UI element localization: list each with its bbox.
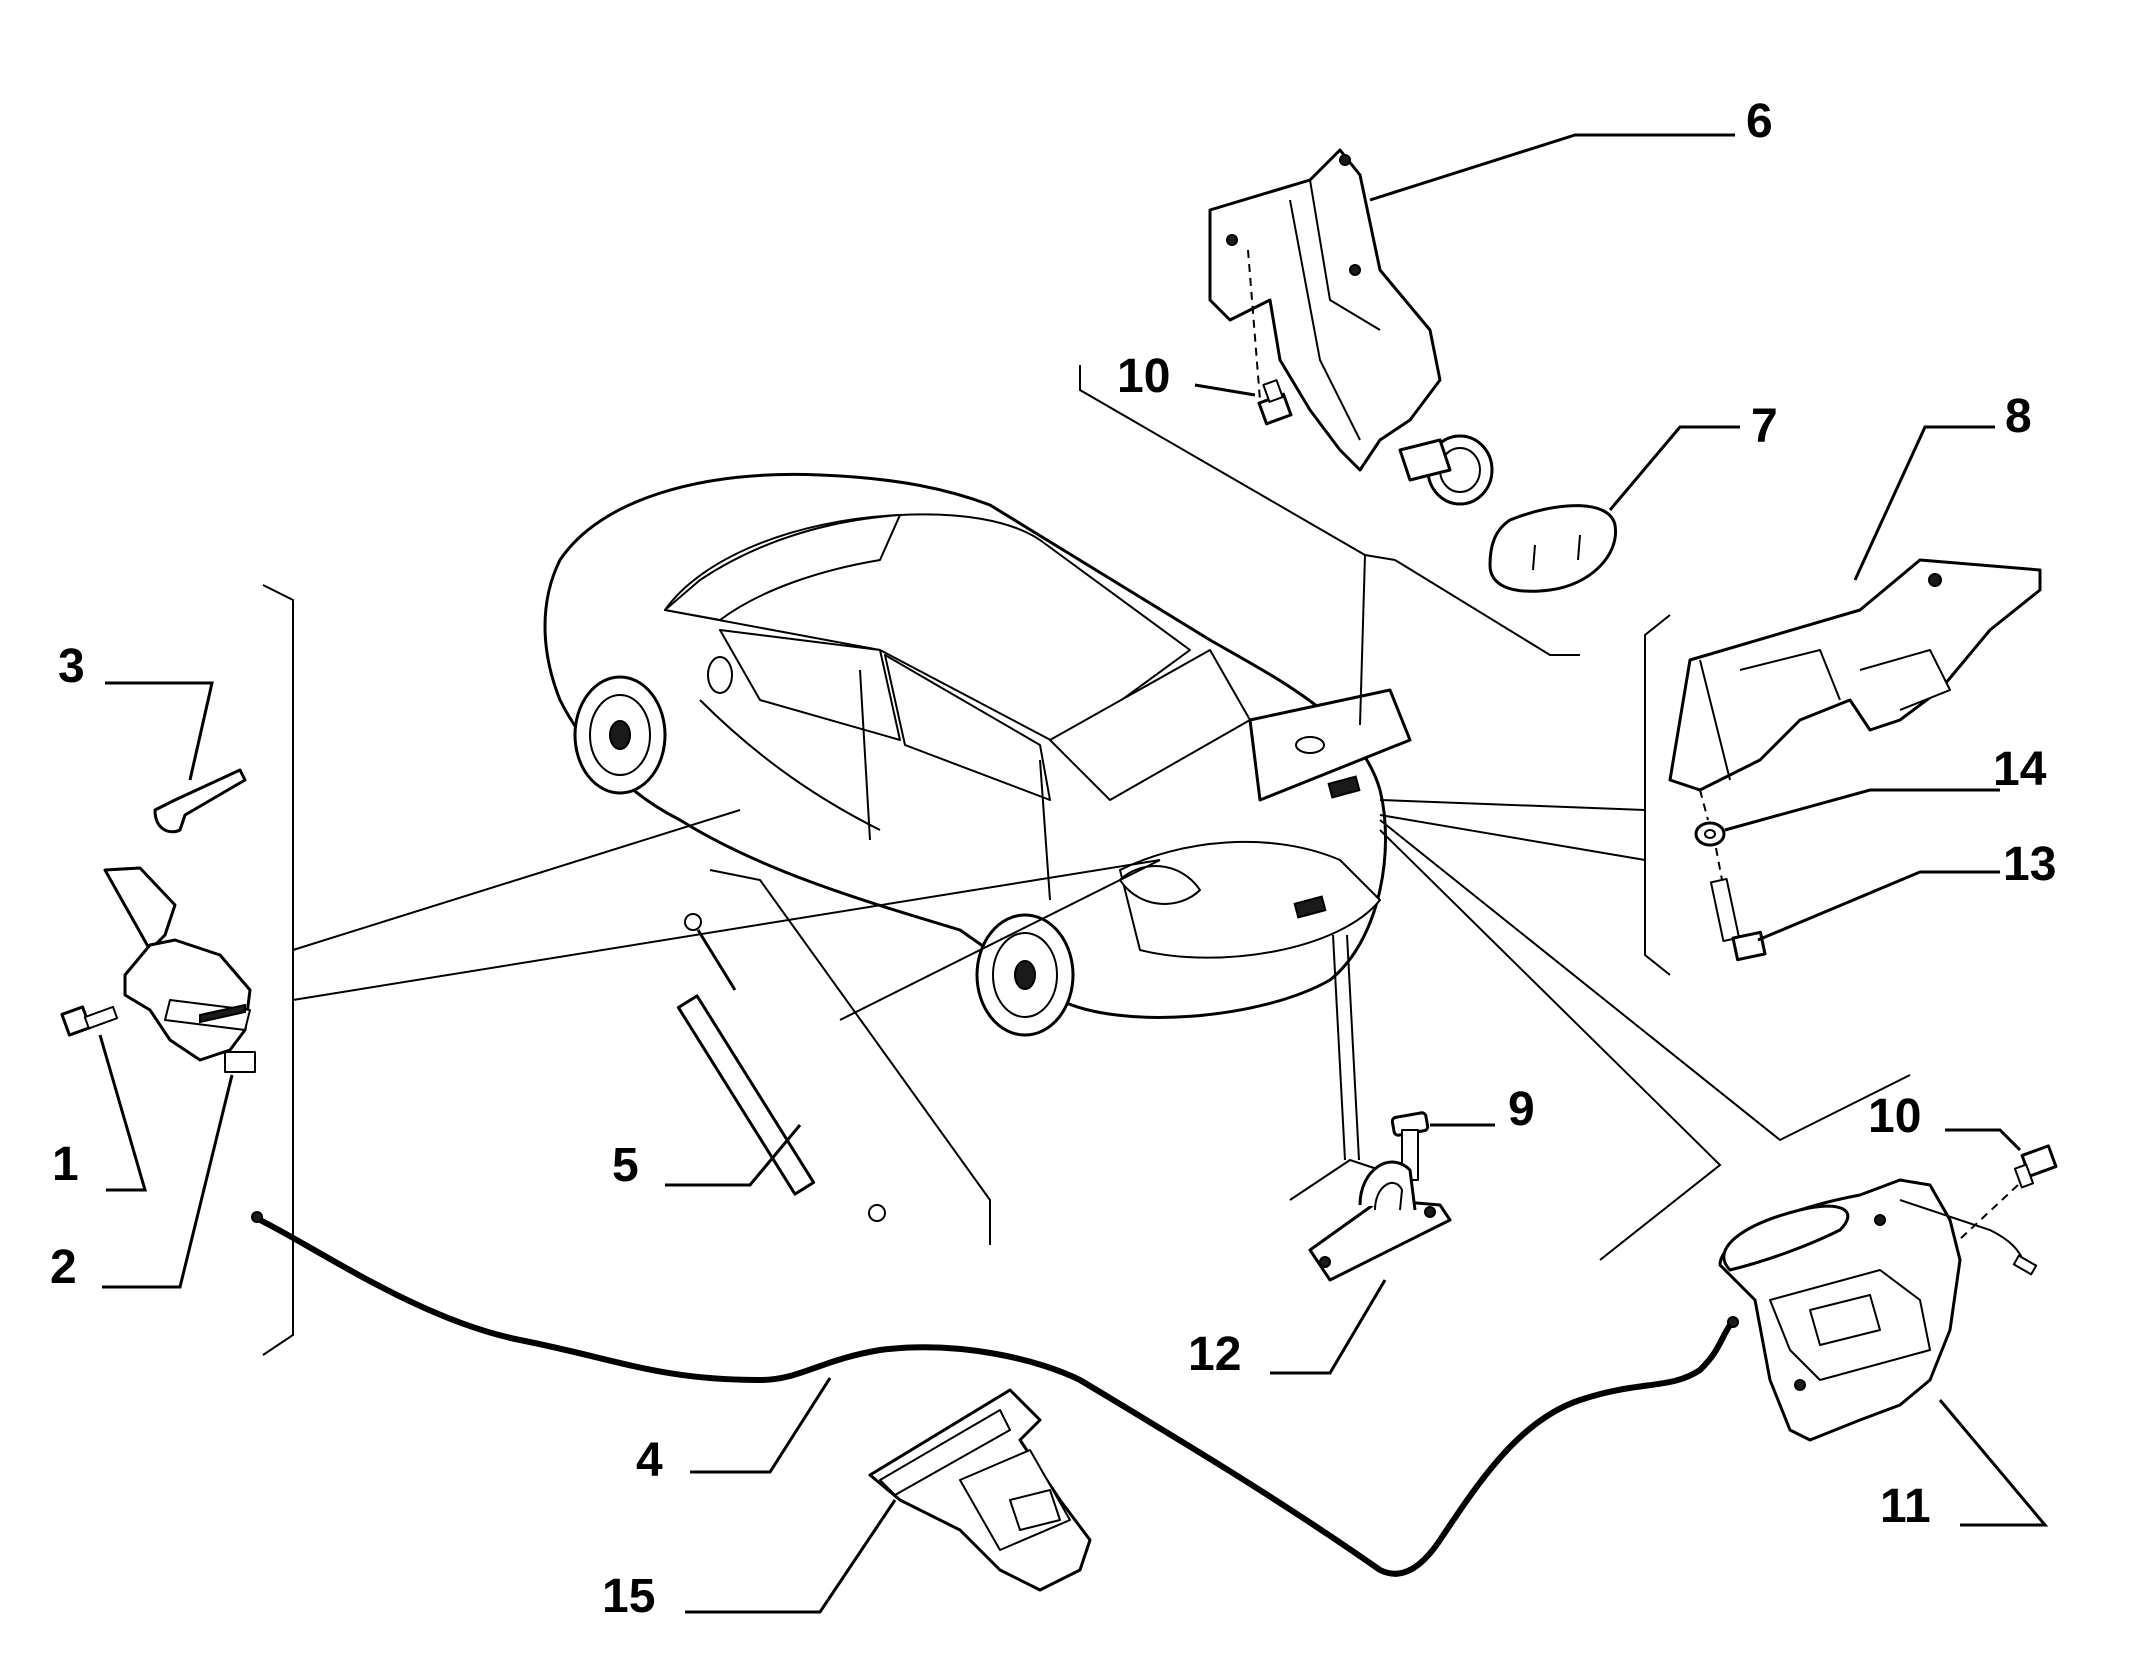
bolt-part-10-right xyxy=(1899,1144,2058,1296)
callout-10-top: 10 xyxy=(1117,350,1170,403)
gas-strut-part xyxy=(676,913,886,1222)
callout-1: 1 xyxy=(52,1138,79,1191)
callout-12: 12 xyxy=(1188,1328,1241,1381)
bolt-part-13 xyxy=(1709,847,1767,962)
trim-clip-part xyxy=(868,1388,1092,1592)
bolt-part-10-top xyxy=(1257,379,1293,426)
callout-11: 11 xyxy=(1880,1480,1931,1533)
callout-7: 7 xyxy=(1751,400,1778,453)
callout-3: 3 xyxy=(58,640,85,693)
callout-6: 6 xyxy=(1746,95,1773,148)
rivet-part xyxy=(153,768,247,834)
boot-latch-part xyxy=(1718,1178,2038,1442)
callout-2: 2 xyxy=(50,1241,77,1294)
callout-numbers: 1 2 3 4 5 6 7 8 9 10 10 11 12 13 14 15 xyxy=(50,95,2056,1623)
group-bracket-lines xyxy=(262,365,1911,1356)
callout-15: 15 xyxy=(602,1570,655,1623)
striker-part xyxy=(1308,1160,1452,1282)
gasket-part xyxy=(1488,504,1618,593)
callout-14: 14 xyxy=(1993,743,2047,796)
callout-13: 13 xyxy=(2003,838,2056,891)
release-cable xyxy=(257,1217,1733,1577)
callout-9: 9 xyxy=(1508,1083,1535,1136)
washer-part xyxy=(1694,789,1726,847)
callout-5: 5 xyxy=(612,1139,639,1192)
car-illustration xyxy=(543,472,1412,1037)
callout-4: 4 xyxy=(636,1434,663,1487)
front-wheel xyxy=(573,675,667,795)
callout-10-right: 10 xyxy=(1868,1090,1921,1143)
lock-bracket-part xyxy=(1208,148,1494,506)
leader-lines xyxy=(98,133,2049,1614)
latch-lever-part xyxy=(103,866,256,1073)
rear-wheel xyxy=(975,913,1075,1037)
callout-8: 8 xyxy=(2005,390,2032,443)
handle-trim-part xyxy=(1668,558,2042,792)
bolt-part-1 xyxy=(60,1005,119,1037)
